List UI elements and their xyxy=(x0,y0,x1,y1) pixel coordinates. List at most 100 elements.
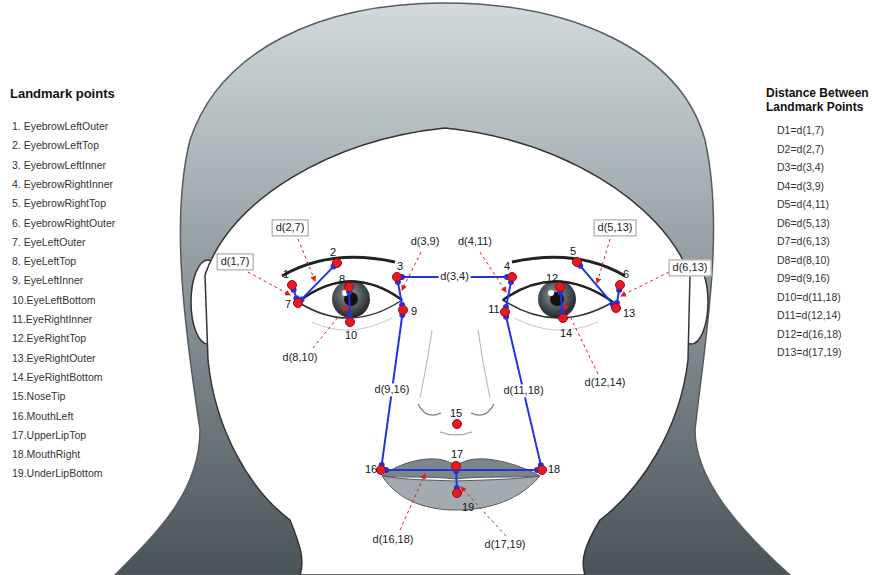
distance-callout: d(4,11) xyxy=(455,234,495,249)
landmark-number: 4 xyxy=(504,261,510,272)
distance-callout: d(3,9) xyxy=(408,234,443,249)
landmark-dot: 7 xyxy=(293,298,303,308)
landmark-number: 6 xyxy=(623,269,629,280)
leader-line xyxy=(298,239,315,281)
landmark-number: 17 xyxy=(451,449,463,460)
nostril xyxy=(418,404,441,415)
leader-line xyxy=(461,487,506,536)
distance-definition: D1=d(1,7) xyxy=(777,124,824,137)
landmark-dot: 17 xyxy=(451,461,461,471)
leader-line xyxy=(564,304,598,374)
leader-line xyxy=(313,306,347,348)
face xyxy=(205,128,690,575)
nostril xyxy=(471,404,494,415)
landmark-name: 15.NoseTip xyxy=(12,390,65,403)
landmark-name: 17.UpperLipTop xyxy=(12,429,86,442)
landmark-number: 2 xyxy=(330,247,336,258)
left-iris xyxy=(332,280,370,318)
landmark-number: 8 xyxy=(339,274,345,285)
landmark-name: 19.UnderLipBottom xyxy=(12,467,102,480)
distance-callout: d(8,10) xyxy=(280,350,321,365)
distance-definition: D2=d(2,7) xyxy=(777,143,824,156)
landmark-dot: 13 xyxy=(611,303,621,313)
landmark-number: 14 xyxy=(560,328,572,339)
landmark-name: 5. EyebrowRightTop xyxy=(12,197,106,210)
upper-lip xyxy=(382,459,540,479)
landmark-number: 3 xyxy=(397,261,403,272)
landmark-dot: 12 xyxy=(555,282,565,292)
nose-line xyxy=(478,330,490,398)
landmark-number: 9 xyxy=(411,306,417,317)
landmark-number: 19 xyxy=(462,502,474,513)
list-heading: Landmark points xyxy=(10,86,115,102)
distance-definition: D12=d(16,18) xyxy=(777,328,842,341)
landmark-number: 12 xyxy=(546,273,558,284)
leader-line xyxy=(400,474,425,530)
landmark-name: 8. EyeLeftTop xyxy=(12,255,76,268)
landmark-dot: 15 xyxy=(452,419,462,429)
distance-definition: D13=d(17,19) xyxy=(777,346,842,359)
landmark-dot: 19 xyxy=(452,488,462,498)
landmark-dot: 11 xyxy=(500,307,510,317)
landmark-name: 13.EyeRightOuter xyxy=(12,352,95,365)
leader-line xyxy=(597,239,610,283)
landmark-dot: 2 xyxy=(332,258,342,268)
right-iris xyxy=(538,280,576,318)
distance-line xyxy=(301,267,333,300)
right-eyebrow xyxy=(512,257,625,276)
landmark-name: 3. EyebrowLeftInner xyxy=(12,159,106,172)
landmark-name: 18.MouthRight xyxy=(12,448,80,461)
distance-callout: d(5,13) xyxy=(594,219,637,236)
landmark-dot: 18 xyxy=(537,465,547,475)
distance-definition: D10=d(11,18) xyxy=(777,291,841,304)
distance-label: d(3,4) xyxy=(438,270,471,283)
lower-lip xyxy=(382,476,540,510)
distance-line xyxy=(386,469,537,471)
landmark-name: 10.EyeLeftBottom xyxy=(12,294,95,307)
distance-definition: D9=d(9,16) xyxy=(777,272,830,285)
landmark-name: 16.MouthLeft xyxy=(12,410,73,423)
landmark-dot: 4 xyxy=(507,272,517,282)
distance-definition: D8=d(8,10) xyxy=(777,254,830,267)
left-under-eye xyxy=(312,318,392,330)
hair xyxy=(115,3,790,575)
landmark-name: 6. EyebrowRightOuter xyxy=(12,217,115,230)
landmark-dot: 3 xyxy=(392,272,402,282)
left-eyebrow xyxy=(282,257,395,276)
landmark-name: 14.EyeRightBottom xyxy=(12,371,102,384)
landmark-dot: 1 xyxy=(287,280,297,290)
distance-line xyxy=(560,292,562,313)
distance-callout: d(2,7) xyxy=(272,219,309,236)
nose-bottom xyxy=(440,432,472,435)
distance-line xyxy=(398,282,402,305)
leader-line xyxy=(402,252,421,290)
landmark-name: 9. EyeLeftInner xyxy=(12,274,83,287)
distance-definition: D5=d(4,11) xyxy=(777,198,829,211)
distance-definition: D4=d(3,9) xyxy=(777,180,824,193)
landmark-dot: 6 xyxy=(615,280,625,290)
leader-line xyxy=(480,252,506,292)
distance-callout: d(16,18) xyxy=(370,532,417,547)
landmark-number: 1 xyxy=(283,269,289,280)
landmark-number: 10 xyxy=(345,330,357,341)
list-heading: Distance Between Landmark Points xyxy=(766,86,878,115)
distance-line xyxy=(348,292,351,317)
right-under-eye xyxy=(514,318,598,330)
distance-definition: D6=d(5,13) xyxy=(777,217,830,230)
landmark-dot: 9 xyxy=(398,305,408,315)
distance-definition: D3=d(3,4) xyxy=(777,161,824,174)
distance-callout: d(12,14) xyxy=(582,375,629,390)
landmark-name: 12.EyeRightTop xyxy=(12,332,86,345)
distance-line xyxy=(506,282,511,307)
landmark-name: 2. EyebrowLeftTop xyxy=(12,139,99,152)
distance-definition: D11=d(12,14) xyxy=(777,309,841,322)
distance-label: d(11,18) xyxy=(501,384,545,397)
landmark-number: 18 xyxy=(548,464,560,475)
landmark-name: 1. EyebrowLeftOuter xyxy=(12,120,108,133)
distance-label: d(9,16) xyxy=(373,383,412,396)
landmark-dot: 10 xyxy=(345,317,355,327)
landmark-number: 15 xyxy=(450,408,462,419)
landmark-dot: 14 xyxy=(558,313,568,323)
